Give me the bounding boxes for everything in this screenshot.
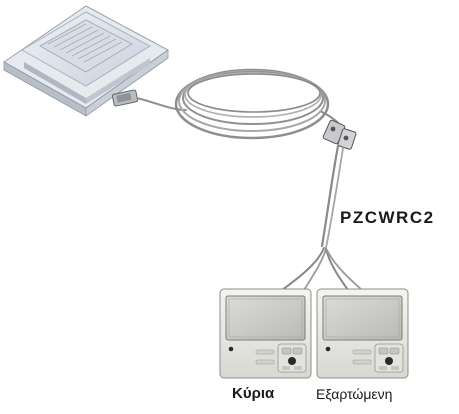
model-label: PZCWRC2 — [340, 208, 435, 227]
main-controller — [219, 288, 312, 379]
main-controller-label: Κύρια — [232, 385, 275, 402]
cable-to-controllers — [281, 144, 363, 291]
sub-controller-label: Εξαρτώμενη — [316, 386, 393, 402]
indicator-icon — [228, 346, 234, 352]
cable-coil — [136, 68, 347, 140]
sub-controller — [316, 288, 409, 379]
indoor-unit — [3, 5, 169, 117]
unit-connector — [111, 89, 139, 107]
junction-connector — [322, 119, 357, 150]
indicator-icon — [325, 346, 331, 352]
